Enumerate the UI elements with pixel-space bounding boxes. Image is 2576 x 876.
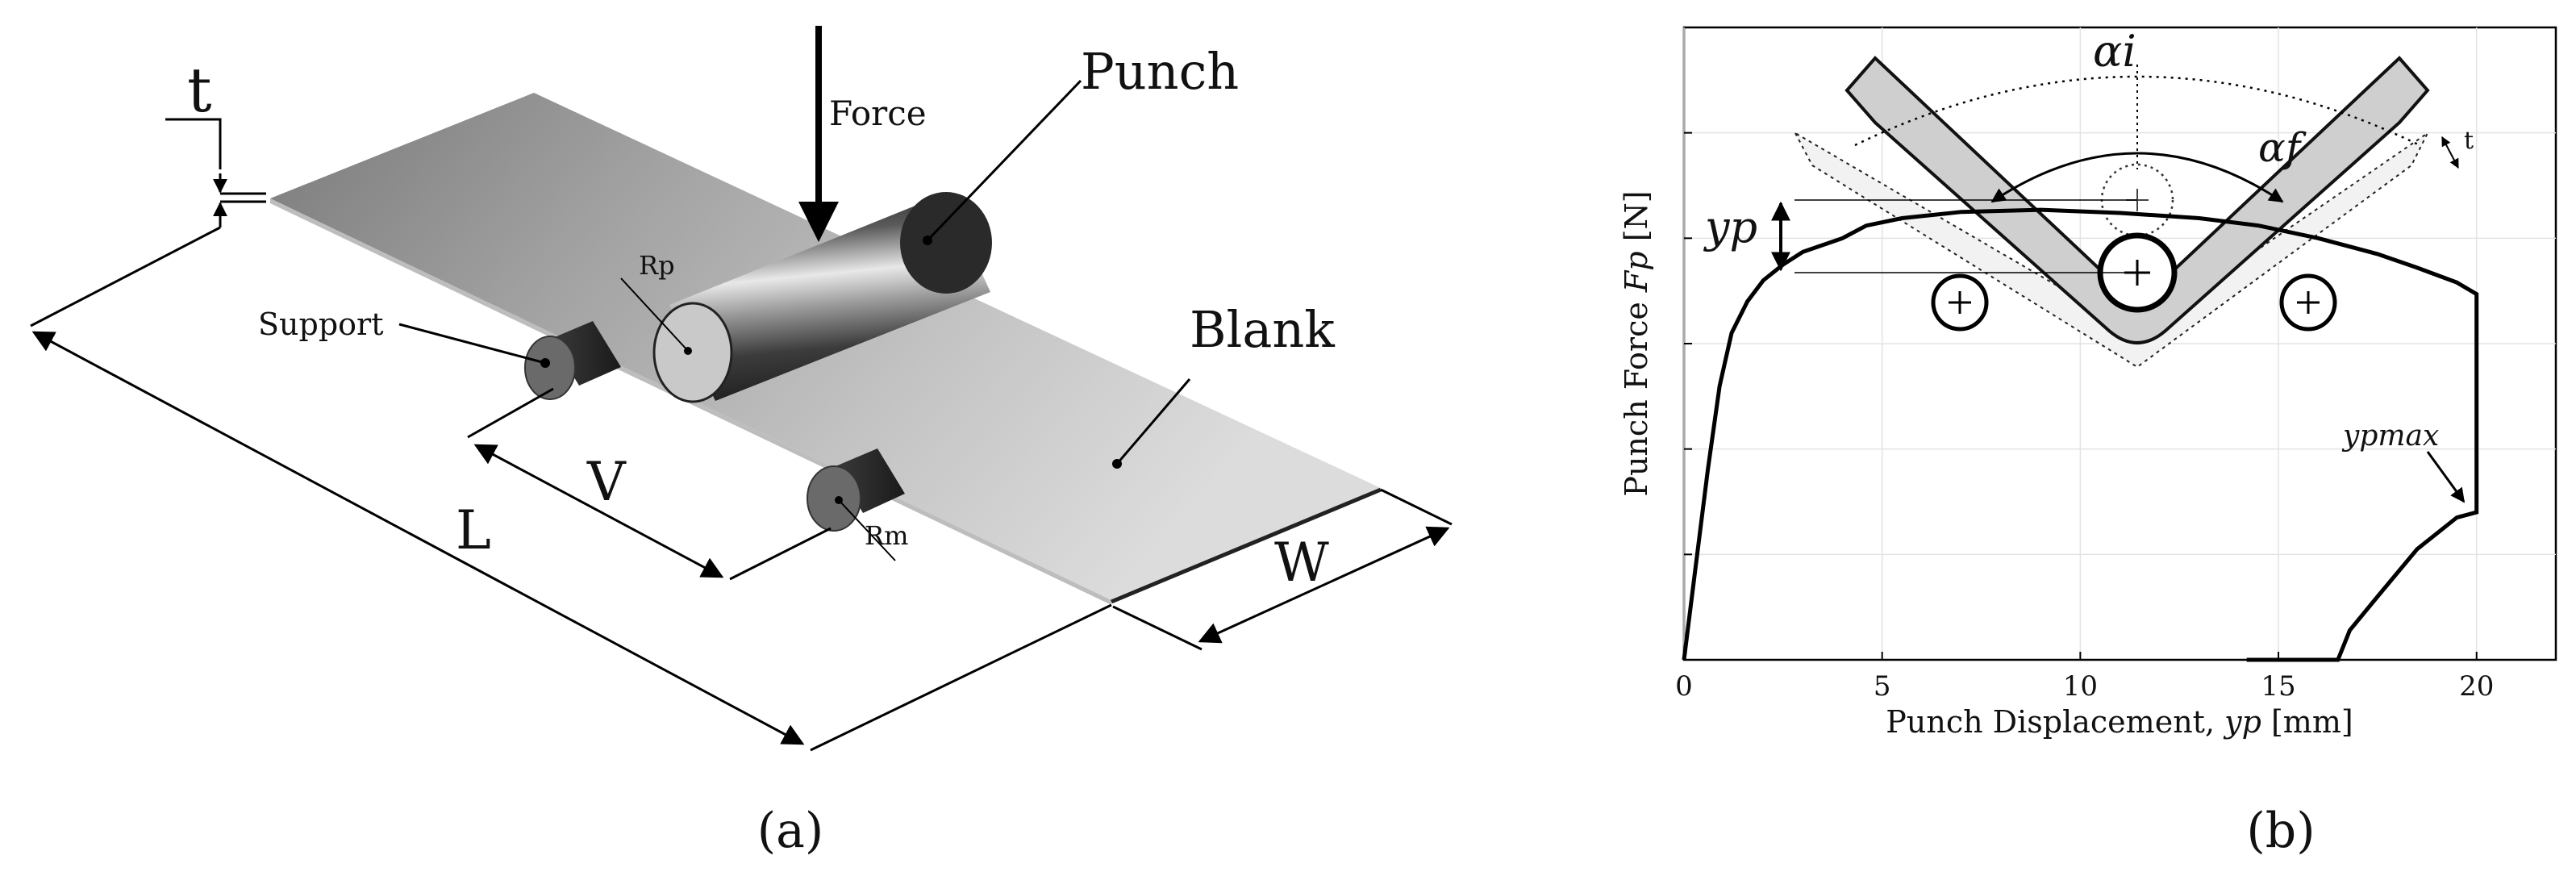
rm-label: Rm <box>865 520 908 551</box>
x-tick-label: 0 <box>1675 670 1693 703</box>
panel-b: 0 5 10 15 20 <box>1619 26 2557 859</box>
punch-leader-dot <box>923 236 932 245</box>
alpha-f-arc <box>1990 152 2284 203</box>
blank-label: Blank <box>1190 300 1335 359</box>
width-label: W <box>1274 532 1329 594</box>
t-arrow <box>2441 136 2459 169</box>
ypmax-arrow <box>2426 451 2466 503</box>
length-dimension <box>30 226 1112 752</box>
plot-ticks: 0 5 10 15 20 <box>1675 131 2494 703</box>
support-leader-dot <box>540 358 550 368</box>
support-roller-right <box>807 448 905 532</box>
rm-leader <box>838 499 896 561</box>
alpha-i-label: αi <box>2093 26 2136 77</box>
punch-label: Punch <box>1081 42 1239 101</box>
x-tick-label: 20 <box>2459 670 2494 703</box>
force-displacement-curve <box>1682 207 2479 662</box>
die-left <box>1931 273 1989 332</box>
die-right <box>2279 273 2337 332</box>
span-dimension <box>467 387 832 581</box>
blank-leader-dot <box>1112 459 1122 469</box>
x-axis-label: Punch Displacement, yp [mm] <box>1886 704 2353 740</box>
punch-leader <box>926 79 1082 242</box>
y-axis-label: Punch Force Fp [N] <box>1619 190 1654 496</box>
span-label: V <box>586 451 627 513</box>
rp-leader-dot <box>684 347 692 355</box>
caption-a: (a) <box>757 803 824 859</box>
bending-inset: αi αf t yp <box>1703 26 2474 369</box>
rp-label: Rp <box>639 250 675 281</box>
t-label: t <box>2464 127 2474 155</box>
panel-a: t Force Punch Rp Support Blank L V Rm W … <box>30 26 1453 859</box>
rm-leader-dot <box>835 496 843 504</box>
force-label: Force <box>829 94 927 133</box>
thickness-label: t <box>187 54 212 126</box>
alpha-i-arc <box>1854 75 2420 147</box>
blank-leader <box>1115 378 1191 465</box>
x-tick-label: 15 <box>2261 670 2295 703</box>
width-dimension <box>1112 488 1453 651</box>
length-label: L <box>456 499 491 561</box>
x-tick-label: 10 <box>2063 670 2098 703</box>
ypmax-label: ypmax <box>2341 419 2439 453</box>
x-tick-label: 5 <box>1874 670 1891 703</box>
yp-label: yp <box>1703 202 1757 252</box>
support-label: Support <box>258 307 383 342</box>
force-arrowhead <box>798 202 839 242</box>
caption-b: (b) <box>2246 803 2315 859</box>
support-leader <box>398 323 546 365</box>
alpha-f-label: αf <box>2258 124 2307 171</box>
thickness-callout <box>165 118 266 227</box>
